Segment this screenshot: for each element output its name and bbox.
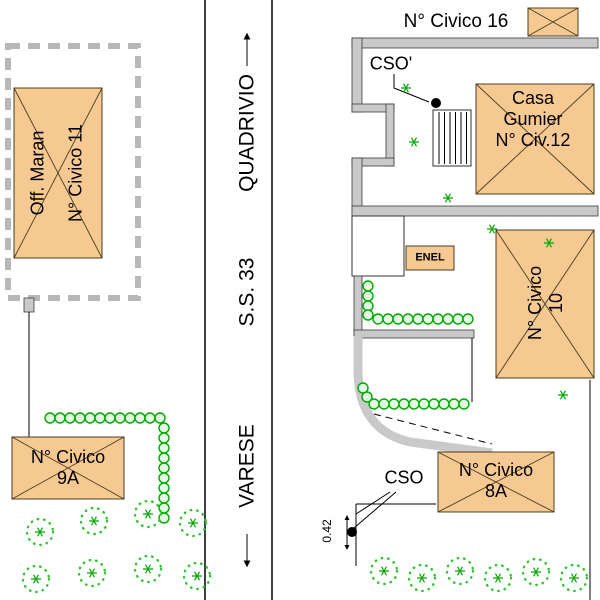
hedge-right-upper: [362, 280, 474, 325]
shrubs-bottom-left: [21, 499, 212, 594]
label-casa-gumier: Casa Gumier N° Civ.12: [496, 88, 571, 152]
label-quadrivio: QUADRIVIO: [235, 74, 259, 192]
label-casa-gumier-line3: N° Civ.12: [495, 130, 571, 151]
gate-point: [431, 98, 441, 108]
cso-point: [347, 527, 357, 537]
label-civico-9a-line1: N° Civico: [30, 446, 106, 467]
label-civico-9a-line2: 9A: [56, 468, 80, 488]
label-casa-gumier-line1: Casa: [511, 88, 555, 109]
small-structure: [351, 215, 405, 277]
label-ss33: S.S. 33: [235, 257, 259, 327]
label-civico-8a: N° Civico 8A: [459, 460, 533, 502]
label-dimension: 0.42: [319, 519, 334, 543]
building-enel: [405, 245, 455, 271]
road-ss33: [204, 0, 273, 600]
label-civico-8a-line2: 8A: [484, 481, 508, 501]
label-civico-11: N° Civico 11: [65, 124, 86, 222]
leader-cso-upper: [393, 74, 430, 103]
label-civico-8a-line1: N° Civico: [458, 459, 534, 480]
label-civico-10-line1: N° Civico: [524, 265, 545, 341]
label-civico-10: N° Civico 10: [525, 266, 567, 340]
building-civico-8a: [437, 451, 555, 513]
walls-right-complex: [351, 37, 599, 600]
shrubs-bottom-right: [369, 556, 589, 593]
cso-lower-group: [344, 491, 397, 550]
leader-cso-lower-1: [355, 491, 391, 515]
label-cso-upper: CSO': [369, 53, 413, 74]
label-off-maran: Off. Maran: [27, 130, 48, 216]
label-enel: ENEL: [415, 251, 445, 264]
label-civico-16: N° Civico 16: [403, 10, 509, 32]
label-civico-9a: N° Civico 9A: [31, 447, 105, 489]
parcel-boundary-left: [5, 43, 141, 437]
gate-grate: [393, 74, 472, 167]
hedge-right-lower: [357, 382, 470, 410]
label-civico-10-line2: 10: [546, 292, 566, 314]
label-cso-lower: CSO: [384, 467, 424, 488]
curved-road-edge: [353, 336, 493, 458]
building-civico-11: [13, 87, 103, 259]
building-civico-9a: [11, 436, 125, 500]
leader-cso-lower-2: [353, 491, 397, 529]
label-casa-gumier-line2: Gumier: [503, 109, 563, 130]
building-civico-16: [527, 7, 579, 37]
label-varese: VARESE: [235, 424, 259, 508]
building-casa-gumier: [475, 83, 595, 195]
building-civico-10: [495, 229, 595, 379]
dashed-boundary: [373, 413, 493, 445]
